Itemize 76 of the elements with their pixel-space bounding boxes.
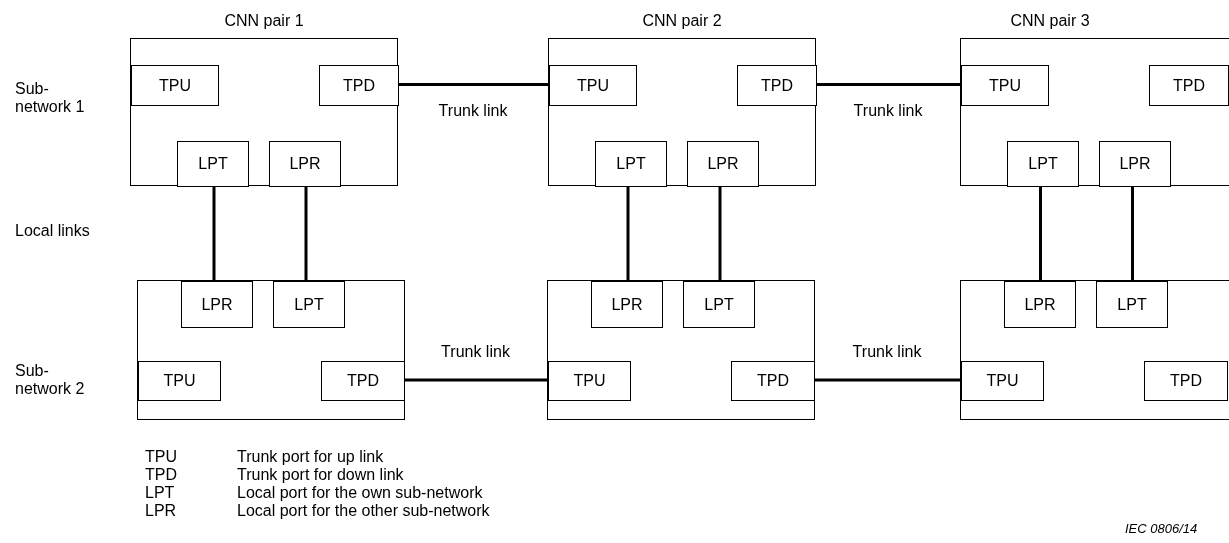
port-box <box>731 361 815 401</box>
port-label: LPR <box>201 294 233 315</box>
port-label: LPT <box>1117 294 1147 315</box>
link-line <box>304 186 308 280</box>
port-box <box>1149 65 1229 106</box>
node-title: CNN pair 1 <box>223 11 305 31</box>
link-line <box>1131 186 1134 280</box>
port-box <box>138 361 221 401</box>
text-label: IEC 0806/14 <box>1125 520 1198 538</box>
link-line <box>404 378 547 382</box>
port-box <box>177 141 249 187</box>
port-label: TPU <box>577 75 609 96</box>
text-label: Local port for the own sub-network <box>237 484 483 502</box>
port-label: TPU <box>573 371 606 391</box>
port-label: TPD <box>347 371 379 391</box>
port-label: LPR <box>1119 154 1151 174</box>
port-label: LPT <box>1028 154 1058 174</box>
port-label: TPU <box>163 371 196 391</box>
port-box <box>683 281 755 328</box>
port-label: TPU <box>989 75 1021 96</box>
link-line <box>212 186 216 280</box>
port-box <box>1099 141 1171 187</box>
port-box <box>273 281 345 328</box>
port-label: LPR <box>1024 294 1056 315</box>
port-label: TPD <box>1170 371 1202 391</box>
node-title: CNN pair 3 <box>1009 11 1091 31</box>
port-box <box>1096 281 1168 328</box>
network-node-box <box>960 280 1229 420</box>
text-label: TPU <box>145 448 177 466</box>
port-box <box>548 361 631 401</box>
link-line <box>718 186 722 280</box>
link-line <box>1039 186 1042 280</box>
port-box <box>591 281 663 328</box>
port-box <box>319 65 399 106</box>
text-label: TPD <box>145 466 177 484</box>
port-box <box>1007 141 1079 187</box>
link-line <box>626 186 630 280</box>
network-node-box <box>547 280 815 420</box>
port-label: LPR <box>289 154 321 174</box>
text-label: LPT <box>145 484 175 502</box>
port-label: TPU <box>159 75 191 96</box>
port-box <box>1144 361 1228 401</box>
text-label: Trunk port for down link <box>237 466 404 484</box>
port-label: LPR <box>707 154 739 174</box>
port-box <box>269 141 341 187</box>
port-label: TPD <box>1173 75 1205 96</box>
link-line <box>816 83 960 86</box>
port-box <box>321 361 405 401</box>
text-label: Sub- network 2 <box>15 362 86 398</box>
text-label: LPR <box>145 502 177 520</box>
port-box <box>961 65 1049 106</box>
port-label: TPD <box>343 75 375 96</box>
port-box <box>595 141 667 187</box>
port-box <box>737 65 817 106</box>
port-box <box>549 65 637 106</box>
port-box <box>687 141 759 187</box>
text-label: Trunk port for up link <box>237 448 384 466</box>
text-label: Local port for the other sub-network <box>237 502 490 520</box>
port-label: LPR <box>611 294 643 315</box>
link-line <box>814 378 960 382</box>
port-box <box>961 361 1044 401</box>
port-label: LPT <box>616 154 646 174</box>
port-box <box>1004 281 1076 328</box>
port-label: TPD <box>757 371 789 391</box>
port-box <box>131 65 219 106</box>
text-label: Local links <box>15 222 90 240</box>
port-label: TPD <box>761 75 793 96</box>
node-title: CNN pair 2 <box>641 11 723 31</box>
port-box <box>181 281 253 328</box>
network-node-box <box>137 280 405 420</box>
port-label: LPT <box>294 294 324 315</box>
port-label: LPT <box>198 154 228 174</box>
port-label: LPT <box>704 294 734 315</box>
link-line <box>398 83 548 86</box>
text-label: Sub- network 1 <box>15 80 86 116</box>
port-label: TPU <box>986 371 1019 391</box>
